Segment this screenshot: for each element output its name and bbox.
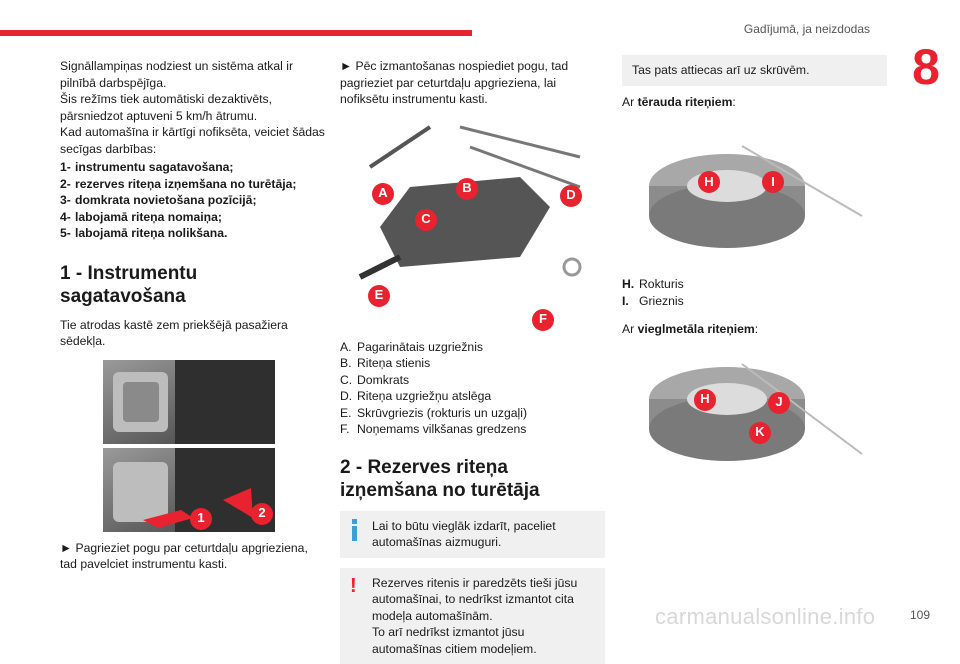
list-item: D.Riteņa uzgriežņu atslēga <box>340 388 605 405</box>
callout-2: 2 <box>251 503 273 525</box>
callout-k: K <box>749 422 771 444</box>
steel-wheels-label: Ar tērauda riteņiem: <box>622 94 887 111</box>
list-item: 4-labojamā riteņa nomaiņa; <box>60 209 328 226</box>
instruction-text: ► Pagrieziet pogu par ceturtdaļu apgriez… <box>60 540 328 573</box>
tools-illustration: A B C D E F <box>340 117 605 287</box>
list-item: 1-instrumentu sagatavošana; <box>60 159 328 176</box>
header-accent-bar <box>0 30 472 36</box>
callout-i: I <box>762 171 784 193</box>
section-heading: 1 - Instrumentu sagatavošana <box>60 262 328 308</box>
header-title: Gadījumā, ja neizdodas <box>744 22 870 36</box>
alloy-wheels-label: Ar vieglmetāla riteņiem: <box>622 321 887 338</box>
callout-a: A <box>372 183 394 205</box>
list-item: E.Skrūvgriezis (rokturis un uzgaļi) <box>340 405 605 422</box>
callout-h: H <box>694 389 716 411</box>
steps-list: 1-instrumentu sagatavošana; 2-rezerves r… <box>60 159 328 242</box>
info-icon <box>352 519 357 541</box>
callout-e: E <box>368 285 390 307</box>
callout-f: F <box>532 309 554 331</box>
list-item: A.Pagarinātais uzgriežnis <box>340 339 605 356</box>
callout-b: B <box>456 178 478 200</box>
page-number: 109 <box>910 608 930 622</box>
callout-c: C <box>415 209 437 231</box>
section-body: Tie atrodas kastē zem priekšējā pasažier… <box>60 317 328 350</box>
column-1: Signāllampiņas nodziest un sistēma atkal… <box>60 58 328 573</box>
list-item: C.Domkrats <box>340 372 605 389</box>
info-note: Lai to būtu vieglāk izdarīt, paceliet au… <box>340 511 605 558</box>
warning-icon: ! <box>350 576 357 596</box>
callout-j: J <box>768 392 790 414</box>
list-item: F.Noņemams vilkšanas gredzens <box>340 421 605 438</box>
intro-line: Šis režīms tiek automātiski dezaktivēts,… <box>60 91 328 124</box>
intro-line: Kad automašīna ir kārtīgi nofiksēta, vei… <box>60 124 328 157</box>
intro-line: Signāllampiņas nodziest un sistēma atkal… <box>60 58 328 91</box>
parts-list: H.Rokturis I.Grieznis <box>622 276 887 309</box>
alloy-wheel-illustration: H J K <box>622 344 887 494</box>
callout-d: D <box>560 185 582 207</box>
list-item: B.Riteņa stienis <box>340 355 605 372</box>
column-3: Tas pats attiecas arī uz skrūvēm. Ar tēr… <box>622 55 887 494</box>
tools-list: A.Pagarinātais uzgriežnis B.Riteņa stien… <box>340 339 605 438</box>
callout-h: H <box>698 171 720 193</box>
toolbox-illustration: 1 2 <box>103 360 275 532</box>
chapter-number: 8 <box>900 38 952 96</box>
list-item: I.Grieznis <box>622 293 887 310</box>
note-box: Tas pats attiecas arī uz skrūvēm. <box>622 55 887 86</box>
instruction-text: ► Pēc izmantošanas nospiediet pogu, tad … <box>340 58 605 108</box>
warning-note: ! Rezerves ritenis ir paredzēts tieši jū… <box>340 568 605 664</box>
list-item: H.Rokturis <box>622 276 887 293</box>
list-item: 5-labojamā riteņa nolikšana. <box>60 225 328 242</box>
callout-1: 1 <box>190 508 212 530</box>
watermark: carmanualsonline.info <box>655 604 875 630</box>
section-heading: 2 - Rezerves riteņa izņemšana no turētāj… <box>340 456 605 502</box>
column-2: ► Pēc izmantošanas nospiediet pogu, tad … <box>340 58 605 664</box>
list-item: 3-domkrata novietošana pozīcijā; <box>60 192 328 209</box>
list-item: 2-rezerves riteņa izņemšana no turētāja; <box>60 176 328 193</box>
steel-wheel-illustration: H I <box>622 116 887 266</box>
